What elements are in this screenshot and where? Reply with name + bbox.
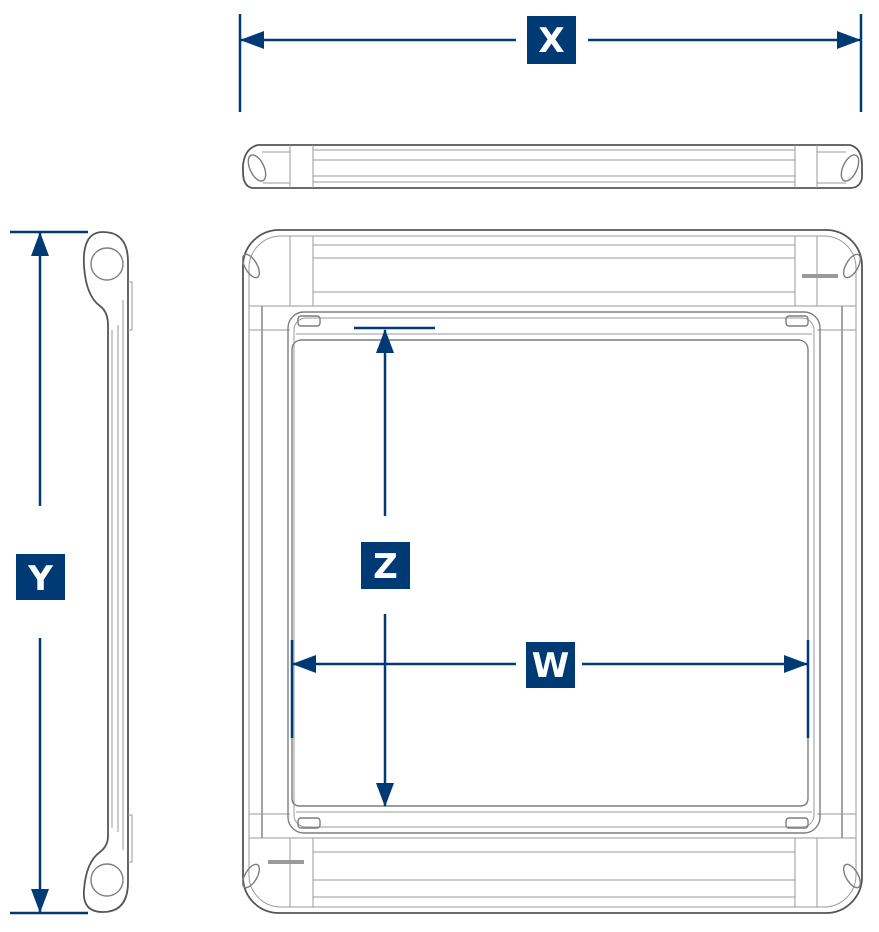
top-profile-view bbox=[242, 144, 863, 189]
dimension-y-label: Y bbox=[27, 559, 53, 599]
dimension-w-label: W bbox=[532, 646, 570, 686]
dimension-w: W bbox=[290, 640, 810, 738]
dimension-w-badge bbox=[526, 642, 575, 688]
dimension-y-badge bbox=[16, 554, 65, 600]
side-profile-view bbox=[82, 231, 133, 913]
dimension-z-label: Z bbox=[373, 547, 398, 587]
front-frame-view bbox=[241, 229, 863, 914]
dimension-z: Z bbox=[354, 326, 435, 807]
dimension-y: Y bbox=[10, 230, 88, 915]
dimension-x-badge bbox=[527, 16, 576, 64]
dimension-z-badge bbox=[361, 542, 410, 589]
dimension-x-label: X bbox=[538, 21, 564, 61]
dimension-x: X bbox=[238, 14, 863, 112]
